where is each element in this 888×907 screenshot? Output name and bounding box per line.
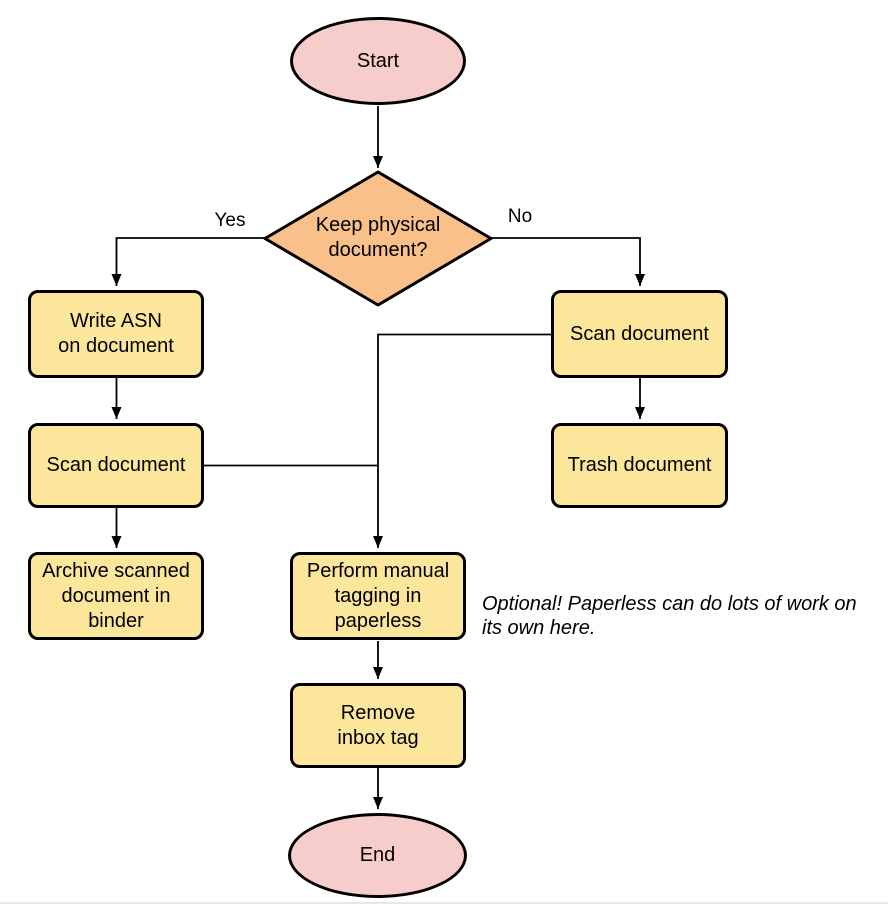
write-asn-node: Write ASN on document bbox=[28, 290, 204, 378]
optional-annotation: Optional! Paperless can do lots of work … bbox=[482, 593, 857, 639]
bottom-divider bbox=[0, 902, 888, 904]
decision-diamond-shape bbox=[263, 170, 493, 307]
edge-decision-no-to-scan-right bbox=[490, 237, 645, 286]
end-node: End bbox=[288, 813, 467, 898]
scan-document-right-node: Scan document bbox=[551, 290, 728, 378]
start-node: Start bbox=[290, 17, 466, 105]
edge-decision-yes-to-write-asn bbox=[111, 237, 266, 286]
scan-document-left-node-label: Scan document bbox=[46, 454, 186, 476]
write-asn-node-label: Write ASN on document bbox=[58, 310, 174, 357]
decision-node: Keep physical document? bbox=[283, 206, 473, 270]
manual-tagging-node-label: Perform manual tagging in paperless bbox=[306, 559, 450, 632]
end-node-label: End bbox=[359, 844, 396, 866]
trash-document-node: Trash document bbox=[551, 423, 728, 508]
scan-document-right-node-label: Scan document bbox=[570, 322, 709, 345]
scan-document-left-node: Scan document bbox=[28, 423, 204, 508]
remove-inbox-tag-node: Remove inbox tag bbox=[290, 683, 466, 768]
no-edge-label: No bbox=[507, 206, 533, 227]
decision-node-label: Keep physical document? bbox=[315, 214, 441, 261]
archive-document-node: Archive scanned document in binder bbox=[28, 552, 204, 640]
trash-document-node-label: Trash document bbox=[567, 454, 712, 476]
yes-edge-label: Yes bbox=[214, 210, 246, 231]
edge-scan-right-to-tagging bbox=[373, 333, 551, 548]
remove-inbox-tag-node-label: Remove inbox tag bbox=[337, 701, 419, 749]
archive-document-node-label: Archive scanned document in binder bbox=[42, 559, 190, 632]
manual-tagging-node: Perform manual tagging in paperless bbox=[290, 552, 466, 640]
start-node-label: Start bbox=[356, 49, 400, 72]
